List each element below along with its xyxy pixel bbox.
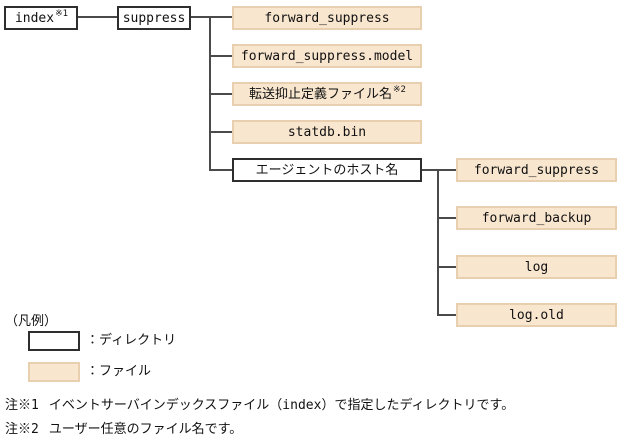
legend-title: （凡例）: [5, 314, 58, 329]
connector-line: [422, 169, 438, 171]
node-label: log: [524, 259, 549, 275]
connector-line: [437, 169, 456, 171]
node-label: forward_suppress.model: [240, 48, 414, 64]
node-forward-suppress-model-file: forward_suppress.model: [232, 44, 422, 68]
connector-line: [437, 217, 456, 219]
footnote-1: 注※1 イベントサーバインデックスファイル（index）で指定したディレクトリです…: [5, 398, 514, 414]
node-forward-suppress-file: forward_suppress: [232, 6, 422, 30]
node-label: 転送抑止定義ファイル名: [249, 86, 393, 102]
connector-line: [209, 169, 232, 171]
node-label: index: [14, 10, 55, 26]
connector-line: [209, 131, 232, 133]
legend-directory-swatch: [28, 331, 80, 351]
connector-line: [78, 16, 117, 18]
legend-directory-label: ：ディレクトリ: [86, 333, 177, 348]
footnote-text: イベントサーバインデックスファイル（index）で指定したディレクトリです。: [48, 398, 515, 413]
node-label: suppress: [122, 10, 186, 26]
node-forward-suppress-2-file: forward_suppress: [456, 158, 617, 182]
node-forward-backup-file: forward_backup: [456, 206, 617, 230]
node-label: forward_suppress: [473, 162, 600, 178]
node-suppress-directory: suppress: [117, 6, 191, 30]
node-statdb-bin-file: statdb.bin: [232, 120, 422, 144]
footnote-text: ユーザー任意のファイル名です。: [48, 422, 243, 437]
node-label: statdb.bin: [287, 124, 367, 140]
node-label: forward_suppress: [264, 10, 390, 26]
footnote-ref: 注※2: [5, 422, 39, 437]
legend-file-label: ：ファイル: [86, 364, 152, 379]
connector-line: [437, 266, 456, 268]
note-ref-mark: ※1: [55, 8, 69, 19]
node-transfer-suppress-definition-file: 転送抑止定義ファイル名※2: [232, 82, 422, 106]
note-ref-mark: ※2: [393, 84, 406, 95]
node-index-directory: index※1: [4, 6, 78, 30]
legend-file-swatch: [28, 362, 80, 382]
connector-line: [209, 93, 232, 95]
footnote-ref: 注※1: [5, 398, 39, 413]
node-label: log.old: [509, 307, 564, 323]
connector-line: [437, 169, 439, 316]
node-agent-hostname-directory: エージェントのホスト名: [232, 158, 422, 182]
footnote-2: 注※2 ユーザー任意のファイル名です。: [5, 422, 242, 438]
connector-line: [191, 16, 232, 18]
node-log-file: log: [456, 255, 617, 279]
connector-line: [437, 314, 456, 316]
connector-line: [209, 55, 232, 57]
node-label: エージェントのホスト名: [255, 162, 399, 178]
node-log-old-file: log.old: [456, 303, 617, 327]
node-label: forward_backup: [481, 210, 592, 226]
